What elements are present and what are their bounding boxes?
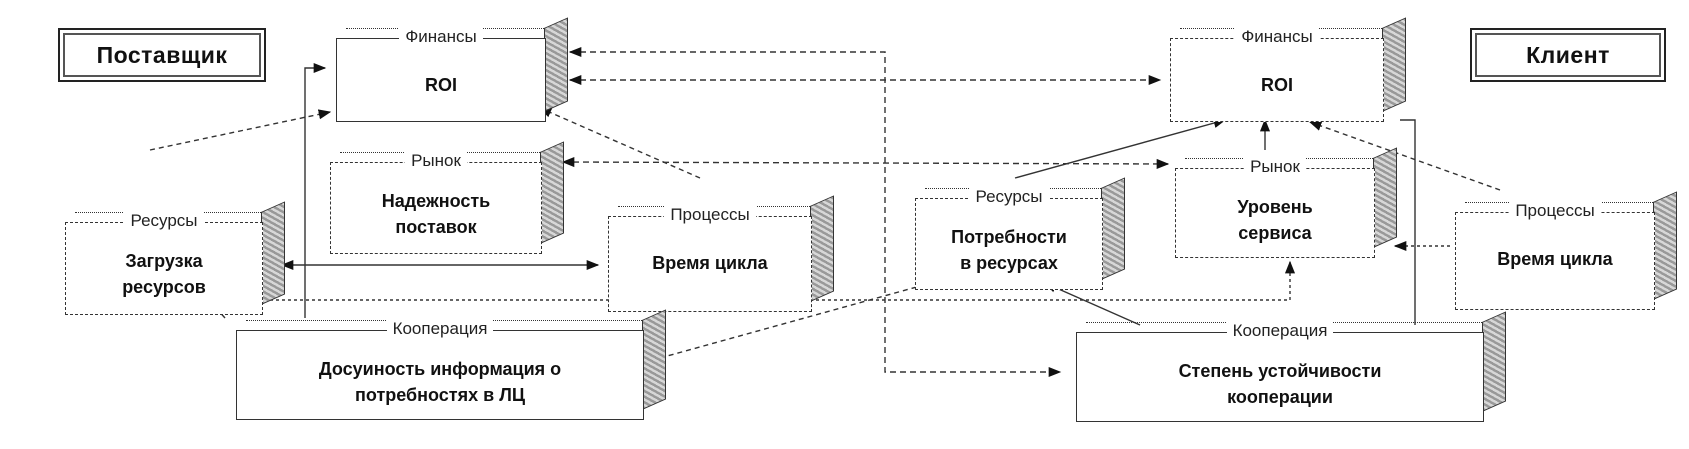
- supplier-cooperation-category: Кооперация: [386, 319, 494, 338]
- supplier-cooperation-value: Досуиность информация о потребностях в Л…: [318, 359, 562, 406]
- link-cooperation-to-finance: [304, 62, 327, 318]
- supplier-resources-value: Загрузка ресурсов: [122, 251, 206, 298]
- client-market-value: Уровень сервиса: [1237, 197, 1313, 244]
- supplier-finance-value: ROI: [424, 75, 457, 95]
- link-market-market: [561, 156, 1170, 170]
- client-processes-category: Процессы: [1509, 201, 1601, 220]
- client-finance-node: Финансы ROI: [1170, 17, 1406, 122]
- supplier-label-text: Поставщик: [96, 41, 228, 68]
- link-client-coop-to-finance: [1400, 119, 1416, 325]
- supplier-resources-category: Ресурсы: [124, 211, 204, 230]
- link-client-processes-to-finance: [1308, 121, 1501, 191]
- supplier-market-category: Рынок: [405, 151, 467, 170]
- client-processes-node: Процессы Время цикла: [1455, 191, 1677, 310]
- supplier-label: Поставщик: [58, 28, 266, 82]
- supplier-resources-node: Ресурсы Загрузка ресурсов: [65, 201, 285, 315]
- supplier-market-node: Рынок Надежность поставок: [330, 141, 564, 254]
- link-client-coop-to-resources: [1043, 282, 1141, 326]
- supplier-processes-value: Время цикла: [652, 253, 768, 273]
- link-coop-to-client-resources: [659, 273, 962, 359]
- supplier-finance-node: Финансы ROI: [336, 17, 568, 122]
- client-market-category: Рынок: [1244, 157, 1306, 176]
- client-label: Клиент: [1470, 28, 1666, 82]
- client-finance-category: Финансы: [1235, 27, 1319, 46]
- link-finance-finance-top: [568, 46, 1062, 378]
- supplier-market-value: Надежность поставок: [381, 191, 491, 238]
- supplier-processes-node: Процессы Время цикла: [608, 195, 834, 312]
- supplier-finance-category: Финансы: [399, 27, 483, 46]
- client-cooperation-node: Кооперация Степень устойчивости кооперац…: [1076, 311, 1506, 422]
- supplier-cooperation-node: Кооперация Досуиность информация о потре…: [236, 309, 666, 420]
- client-processes-value: Время цикла: [1497, 249, 1613, 269]
- client-cooperation-value: Степень устойчивости кооперации: [1178, 361, 1382, 408]
- client-label-text: Клиент: [1526, 41, 1610, 68]
- client-finance-value: ROI: [1260, 75, 1293, 95]
- client-resources-node: Ресурсы Потребности в ресурсах: [915, 177, 1125, 290]
- supplier-processes-category: Процессы: [664, 205, 756, 224]
- client-cooperation-category: Кооперация: [1226, 321, 1334, 340]
- client-resources-value: Потребности в ресурсах: [951, 227, 1067, 274]
- link-resources-to-finance: [149, 109, 332, 151]
- link-resources-chain: [228, 260, 1296, 301]
- link-client-resources-to-finance: [1014, 118, 1227, 179]
- client-resources-category: Ресурсы: [969, 187, 1049, 206]
- client-market-node: Рынок Уровень сервиса: [1175, 147, 1397, 258]
